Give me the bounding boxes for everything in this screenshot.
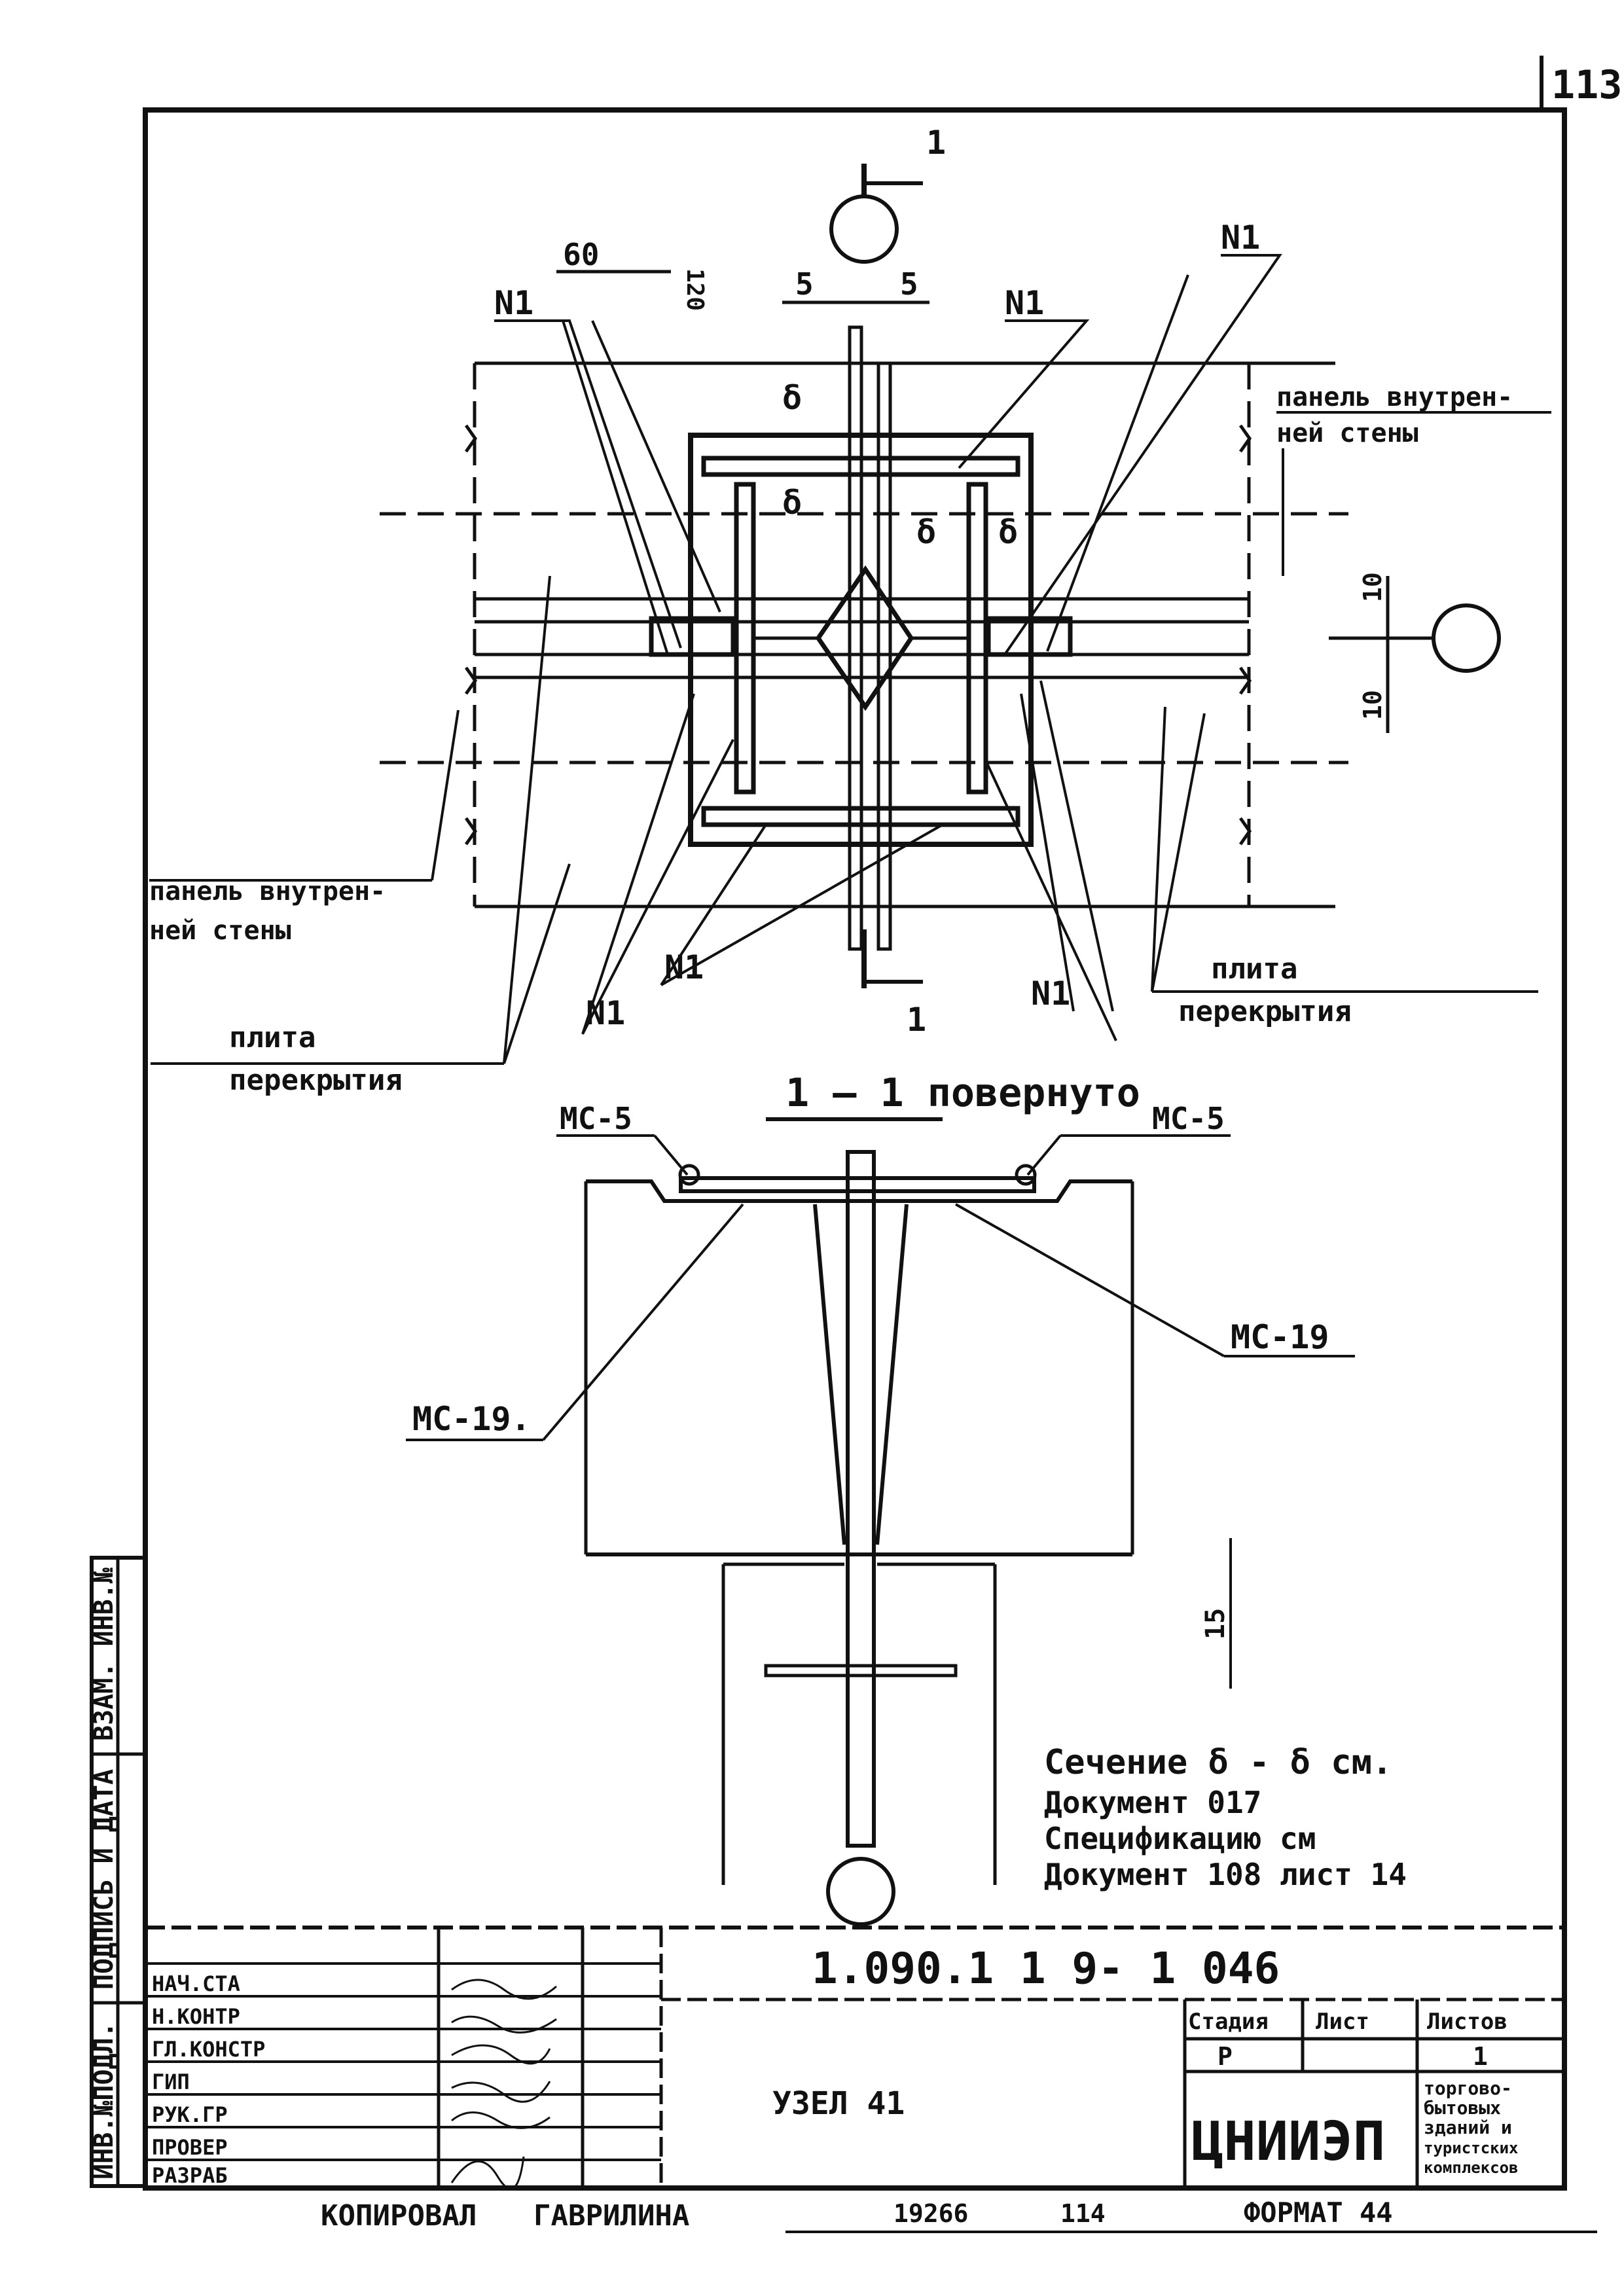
org-sub-4: туристских [1424,2139,1519,2157]
org-sub-1: торгово- [1424,2077,1512,2099]
footer-num: 114 [1060,2199,1106,2228]
side-stamp: ИНВ.№ПОДЛ. ПОДПИСЬ И ДАТА ВЗАМ. ИНВ.№ [89,1556,147,2188]
role-3: ГЛ.КОНСТР [152,2037,265,2062]
note-line-1: Сечение δ - δ см. [1044,1743,1392,1782]
n1-label-1: N1 [494,284,533,322]
dim-15: 15 [1200,1608,1231,1640]
note-line-4: Документ 108 лист 14 [1044,1857,1407,1892]
footer: КОПИРОВАЛ ГАВРИЛИНА 19266 114 ФОРМАТ 44 [321,2197,1597,2233]
sheet-header: Лист [1316,2009,1369,2035]
drawing-code: 1.090.1 1 9- 1 046 [812,1943,1280,1994]
notes: Сечение δ - δ см. Документ 017 Специфика… [1044,1743,1407,1892]
org-sub-3: зданий и [1424,2117,1512,2138]
delta-3: δ [916,513,936,551]
dim-10-top: 10 [1358,572,1387,602]
plan-view: 1 1 60 120 5 5 10 10 δ δ δ δ N1 N1 N1 N1… [149,124,1551,1097]
role-1: НАЧ.СТА [152,1971,240,1996]
note-line-3: Спецификацию см [1044,1821,1316,1856]
role-4: ГИП [152,2070,190,2094]
side-stamp-vzam: ВЗАМ. ИНВ.№ [89,1568,119,1741]
sheet-name: УЗЕЛ 41 [772,2085,905,2122]
footer-name: ГАВРИЛИНА [533,2199,689,2233]
side-stamp-sign: ПОДПИСЬ И ДАТА [89,1769,119,1990]
mc19-left: МС-19. [412,1400,531,1438]
footer-order: 19266 [893,2199,968,2228]
page-number: 113 [1551,62,1622,108]
mc5-left: МС-5 [560,1101,632,1136]
footer-copied: КОПИРОВАЛ [321,2199,477,2233]
role-2: Н.КОНТР [152,2004,240,2029]
role-6: ПРОВЕР [152,2135,228,2160]
stage-value: Р [1218,2042,1233,2071]
mc19-right: МС-19 [1231,1318,1329,1356]
stage-header: Стадия [1188,2009,1269,2035]
wall-panel-left-2: ней стены [149,916,291,946]
sheet-frame [143,107,1567,2191]
dim-120: 120 [681,268,708,311]
floor-slab-right-2: перекрытия [1178,995,1352,1028]
org-sub-2: бытовых [1424,2097,1501,2119]
org-sub-5: комплексов [1424,2159,1519,2177]
n1-label-3: N1 [1221,219,1260,257]
note-line-2: Документ 017 [1044,1785,1261,1820]
delta-1: δ [782,379,802,417]
n1-label-2: N1 [1005,284,1044,322]
title-block: НАЧ.СТА Н.КОНТР ГЛ.КОНСТР ГИП РУК.ГР ПРО… [145,1926,1564,2190]
section-title: 1 — 1 повернуто [785,1070,1140,1116]
dim-60: 60 [563,237,599,272]
side-stamp-inv: ИНВ.№ПОДЛ. [89,2022,119,2179]
sheets-header: Листов [1427,2009,1507,2035]
role-7: РАЗРАБ [152,2163,228,2188]
dim-5-right: 5 [900,266,918,302]
delta-4: δ [998,513,1018,551]
footer-format: ФОРМАТ 44 [1244,2197,1393,2229]
floor-slab-left-2: перекрытия [229,1064,403,1097]
delta-2: δ [782,484,802,522]
page-number-block: 113 [1540,56,1622,111]
section-view: 1 — 1 повернуто МС-5 МС-5 15 МС-19 МС-19… [406,1070,1355,1926]
wall-panel-right-2: ней стены [1276,418,1418,448]
wall-panel-right-1: панель внутрен- [1276,382,1513,412]
org-name: ЦНИИЭП [1191,2111,1385,2173]
mc5-right: МС-5 [1152,1101,1225,1136]
marker-1-bottom: 1 [907,1001,926,1039]
dim-5-left: 5 [795,266,814,302]
n1-label-6: N1 [1031,975,1070,1013]
floor-slab-left-1: плита [229,1021,316,1054]
sheets-value: 1 [1473,2042,1488,2071]
dim-10-bottom: 10 [1358,690,1387,720]
floor-slab-right-1: плита [1211,952,1297,986]
n1-label-5: N1 [586,994,625,1032]
role-5: РУК.ГР [152,2102,228,2127]
marker-1-top: 1 [926,124,946,162]
